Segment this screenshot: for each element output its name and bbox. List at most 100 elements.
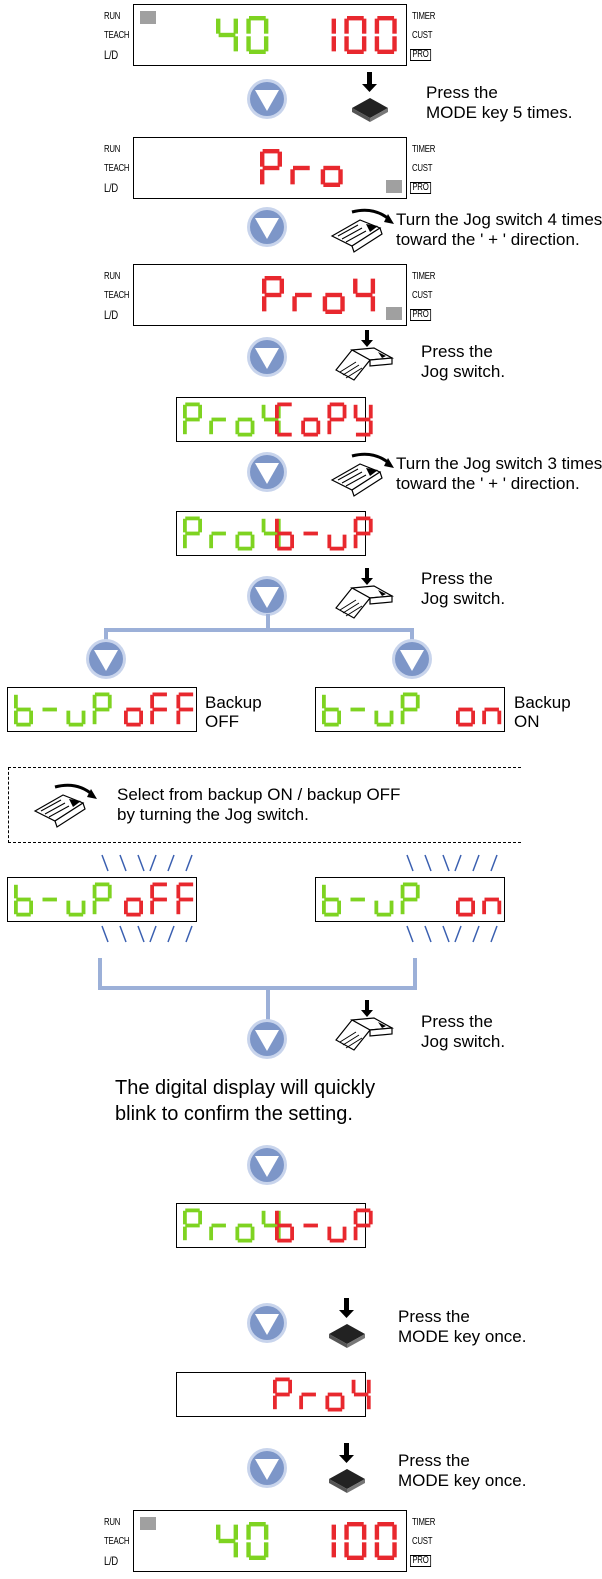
segment <box>16 722 31 727</box>
segment <box>124 900 128 915</box>
segment <box>218 32 236 38</box>
segment <box>126 897 141 902</box>
label-ld: L/D <box>104 48 118 62</box>
segment <box>456 900 460 915</box>
segment <box>290 534 294 549</box>
display-panel-blink-off <box>7 877 197 922</box>
segment <box>139 900 143 915</box>
segment <box>249 1522 266 1527</box>
segment <box>237 1223 253 1228</box>
segment <box>303 531 318 536</box>
segment <box>42 897 57 902</box>
segment <box>211 531 226 536</box>
down-arrow-icon <box>247 79 287 119</box>
segment <box>183 404 187 419</box>
segment <box>322 296 328 312</box>
segment <box>370 296 376 312</box>
segment <box>482 900 487 915</box>
segment <box>198 518 202 533</box>
segment <box>263 531 279 536</box>
segment <box>237 417 253 422</box>
segment <box>81 900 86 915</box>
segment <box>361 1524 367 1540</box>
segment <box>293 165 310 171</box>
segment <box>249 1555 266 1560</box>
segment <box>355 432 371 437</box>
segment <box>337 900 341 915</box>
segment <box>331 1524 336 1540</box>
segment <box>361 18 367 34</box>
segment <box>327 420 332 435</box>
segment <box>347 16 364 21</box>
label-teach: TEACH <box>104 290 130 301</box>
jog-turn-icon <box>33 783 97 828</box>
indicator-square <box>140 11 156 24</box>
label-cust: CUST <box>412 290 433 301</box>
segment <box>29 710 33 725</box>
segment <box>402 882 418 887</box>
segment <box>342 1226 347 1241</box>
segment <box>250 420 255 435</box>
label-teach: TEACH <box>104 1536 130 1547</box>
segment <box>209 420 214 435</box>
segment <box>14 900 18 915</box>
segment <box>178 897 194 902</box>
segment <box>322 900 326 915</box>
segment <box>374 1542 380 1558</box>
segment <box>322 884 326 899</box>
segment <box>277 432 292 437</box>
segment <box>246 1524 251 1540</box>
merge-connector <box>413 958 417 988</box>
blink-marks-icon <box>101 854 193 872</box>
segment <box>107 884 112 899</box>
label-ld: L/D <box>104 181 118 195</box>
segment <box>329 417 345 422</box>
segment <box>275 1392 290 1397</box>
segment <box>353 404 358 419</box>
segment <box>368 1210 373 1225</box>
segment <box>458 707 473 712</box>
segment <box>178 882 194 887</box>
segment <box>392 18 397 34</box>
down-arrow-icon <box>247 1303 287 1343</box>
segment <box>374 36 380 52</box>
label-timer: TIMER <box>412 144 436 155</box>
segment <box>323 182 341 187</box>
segment <box>275 1377 290 1382</box>
segment <box>262 165 280 171</box>
label-ld: L/D <box>104 1554 118 1568</box>
segment <box>292 296 297 312</box>
segment <box>263 417 279 422</box>
down-arrow-icon <box>247 1448 287 1488</box>
segment <box>92 900 97 915</box>
segment <box>275 420 279 435</box>
segment <box>389 710 394 725</box>
segment <box>277 1238 292 1243</box>
seg-display <box>216 16 397 54</box>
seg-display <box>14 882 194 917</box>
jog-press-icon <box>335 330 394 381</box>
label-cust: CUST <box>412 1536 433 1547</box>
segment <box>198 404 202 419</box>
segment <box>301 1392 316 1397</box>
segment <box>178 692 194 697</box>
mode-key-icon <box>329 1443 365 1493</box>
down-arrow-icon <box>247 1145 287 1185</box>
segment <box>377 16 395 21</box>
segment <box>183 534 187 549</box>
segment <box>16 897 31 902</box>
segment <box>262 149 280 154</box>
merge-connector <box>98 958 102 988</box>
segment <box>471 710 475 725</box>
segment <box>126 707 141 712</box>
seg-display <box>183 1208 373 1243</box>
segment <box>342 404 347 419</box>
segment <box>327 1407 343 1412</box>
merge-connector <box>98 986 417 990</box>
segment <box>471 900 475 915</box>
segment <box>150 884 155 899</box>
label-timer: TIMER <box>412 271 436 282</box>
